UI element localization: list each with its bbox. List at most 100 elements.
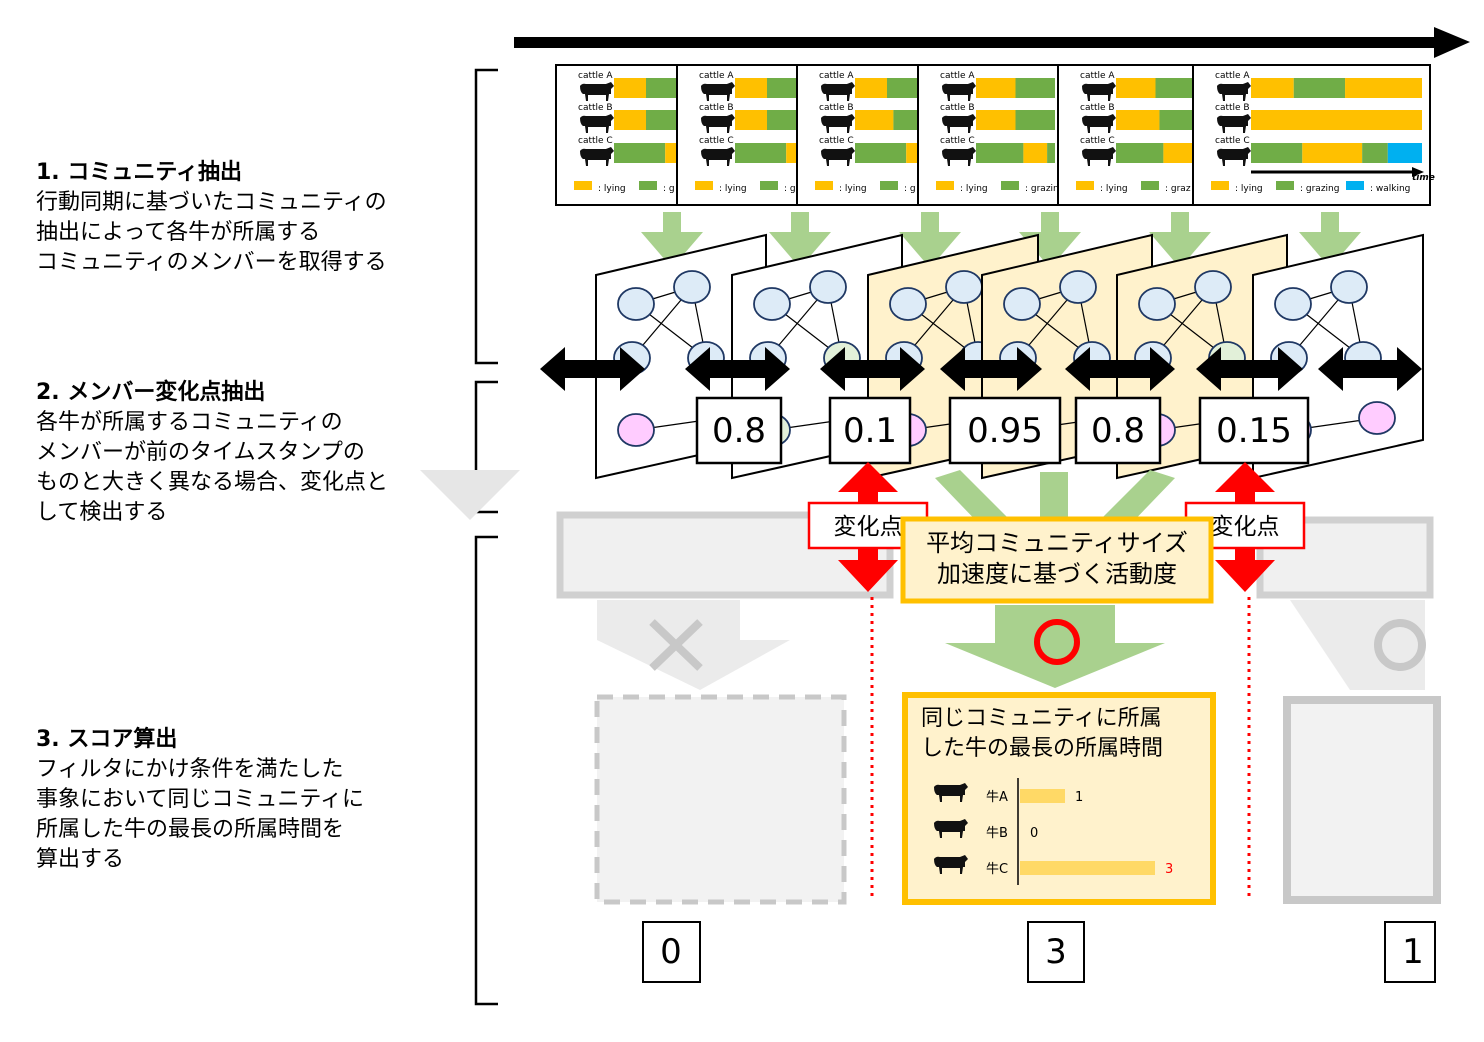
- step-1-desc: 行動同期に基づいたコミュニティの 抽出によって各牛が所属する コミュニティのメン…: [36, 190, 387, 275]
- change-score-value: 0.95: [967, 411, 1043, 451]
- legend-label: : graz: [1165, 184, 1191, 194]
- community-node: [753, 287, 791, 321]
- activity-segment: [855, 143, 907, 163]
- faded-result-box-right: [1283, 696, 1441, 904]
- cattle-label: cattle A: [940, 71, 975, 81]
- legend-label: : walking: [1370, 184, 1410, 194]
- activity-segment: [614, 110, 646, 130]
- change-score-box: 0.15: [1198, 396, 1310, 465]
- result-box-line2: した牛の最長の所属時間: [921, 736, 1163, 761]
- legend-label: : lying: [960, 184, 988, 194]
- double-arrow-icon: [1065, 347, 1175, 391]
- double-arrow-icon: [685, 347, 790, 391]
- activity-segment: [1047, 143, 1055, 163]
- cattle-label: cattle C: [819, 136, 854, 146]
- community-node: [889, 287, 927, 321]
- cattle-label: cattle A: [1080, 71, 1115, 81]
- community-node: [1194, 270, 1232, 304]
- cattle-label: cattle A: [819, 71, 854, 81]
- legend-label: : lying: [598, 184, 626, 194]
- legend-label: : grazing: [1300, 184, 1339, 194]
- activity-segment: [735, 78, 767, 98]
- rejected-result-box: [594, 694, 847, 905]
- change-score-value: 0.1: [843, 411, 897, 451]
- cattle-label: cattle B: [699, 103, 734, 113]
- change-score-value: 0.8: [712, 411, 766, 451]
- legend-swatch: [639, 181, 657, 190]
- activity-segment: [786, 143, 799, 163]
- legend-swatch: [1211, 181, 1229, 190]
- legend-label: : lying: [1100, 184, 1128, 194]
- community-node: [1059, 270, 1097, 304]
- result-row: 牛B 0: [934, 819, 1038, 841]
- legend-swatch: [574, 181, 592, 190]
- activity-segment: [767, 78, 799, 98]
- activity-segment: [1155, 78, 1195, 98]
- activity-segment: [1302, 143, 1363, 163]
- activity-segment: [906, 143, 919, 163]
- legend-swatch: [1001, 181, 1019, 190]
- step-1-title: 1. コミュニティ抽出: [36, 160, 243, 185]
- final-score-value: 1: [1402, 932, 1424, 972]
- legend-label: : g: [663, 184, 675, 194]
- brace-step-3: [474, 535, 498, 1006]
- cattle-label: cattle C: [578, 136, 613, 146]
- cattle-label: cattle B: [1080, 103, 1115, 113]
- result-bar-value: 3: [1165, 862, 1173, 877]
- community-node: [809, 270, 847, 304]
- activity-segment: [735, 143, 787, 163]
- faded-circle-mark-icon: [1374, 619, 1426, 671]
- step-2-text: 2. メンバー変化点抽出 各牛が所属するコミュニティの メンバーが前のタイムスタ…: [36, 378, 388, 528]
- time-label: time: [1412, 173, 1435, 183]
- activity-segment: [646, 78, 678, 98]
- activity-segment: [1251, 78, 1294, 98]
- activity-segment: [1387, 143, 1422, 163]
- result-bar-value: 0: [1030, 826, 1038, 841]
- legend-swatch: [1141, 181, 1159, 190]
- activity-segment: [887, 78, 919, 98]
- legend-label: : lying: [719, 184, 747, 194]
- community-node: [673, 270, 711, 304]
- cattle-label: cattle B: [940, 103, 975, 113]
- change-point-label: 変化点: [834, 514, 903, 540]
- legend-label: : grazing: [1025, 184, 1064, 194]
- step-3-title: 3. スコア算出: [36, 727, 178, 752]
- result-row-label: 牛C: [986, 862, 1008, 877]
- step-2-title: 2. メンバー変化点抽出: [36, 380, 266, 405]
- change-score-value: 0.15: [1216, 411, 1292, 451]
- double-arrow-icon: [1318, 347, 1422, 391]
- change-score-value: 0.8: [1091, 411, 1145, 451]
- legend-swatch: [760, 181, 778, 190]
- cross-mark-icon: [649, 619, 703, 671]
- activity-segment: [1251, 110, 1422, 130]
- legend-swatch: [815, 181, 833, 190]
- activity-segment: [767, 110, 799, 130]
- double-arrow-icon: [1196, 347, 1303, 391]
- time-axis-arrow-icon: [1412, 167, 1424, 177]
- change-score-box: 0.8: [695, 396, 783, 465]
- cattle-label: cattle B: [1215, 103, 1250, 113]
- legend-label: : lying: [839, 184, 867, 194]
- activity-segment: [646, 110, 678, 130]
- filter-box-line2: 加速度に基づく活動度: [937, 560, 1177, 588]
- cattle-label: cattle C: [699, 136, 734, 146]
- result-box-line1: 同じコミュニティに所属: [921, 706, 1162, 731]
- step-2-desc: 各牛が所属するコミュニティの メンバーが前のタイムスタンプの ものと大きく異なる…: [36, 410, 389, 525]
- activity-segment: [1293, 78, 1346, 98]
- activity-segment: [1159, 110, 1195, 130]
- result-row-label: 牛B: [986, 826, 1008, 841]
- community-node: [945, 270, 983, 304]
- double-arrow-icon: [940, 347, 1042, 391]
- community-node: [1138, 287, 1176, 321]
- activity-segment: [1023, 143, 1048, 163]
- community-node: [617, 287, 655, 321]
- activity-segment: [893, 110, 919, 130]
- double-arrow-icon: [540, 347, 645, 391]
- community-node: [1358, 401, 1396, 435]
